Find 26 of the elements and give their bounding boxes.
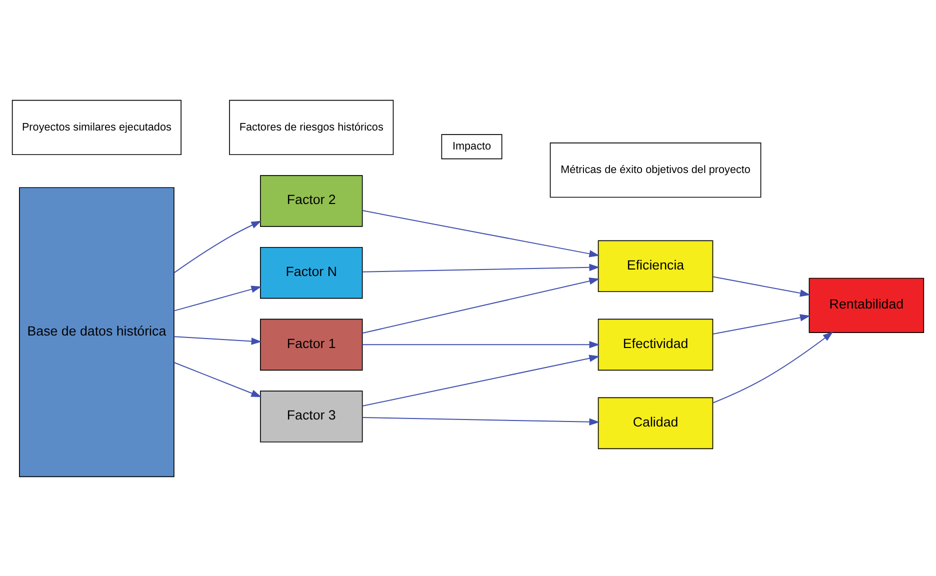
arrow [712,276,810,296]
node-box: Métricas de éxito objetivos del proyecto [550,142,762,198]
node-box: Efectividad [598,318,714,370]
node-box: Eficiencia [598,240,714,292]
arrow [174,336,262,344]
node-box: Factor N [260,246,363,298]
arrow [174,220,262,273]
arrow [362,340,600,348]
arrow [174,285,262,311]
arrow [362,416,600,426]
node-box: Rentabilidad [808,277,924,332]
node-box: Factor 3 [260,390,363,442]
node-box: Factores de riesgos históricos [229,99,394,155]
arrow [174,361,262,397]
arrow [362,210,600,257]
node-box: Factor 2 [260,174,363,226]
arrow [362,277,600,334]
arrow [712,331,834,403]
arrow [712,314,810,334]
node-box: Base de datos histórica [19,186,174,477]
node-box: Proyectos similares ejecutados [12,99,182,155]
node-box: Calidad [598,396,714,449]
node-box: Impacto [441,134,502,159]
node-box: Factor 1 [260,318,363,370]
arrow [362,354,600,406]
arrow [362,263,600,272]
